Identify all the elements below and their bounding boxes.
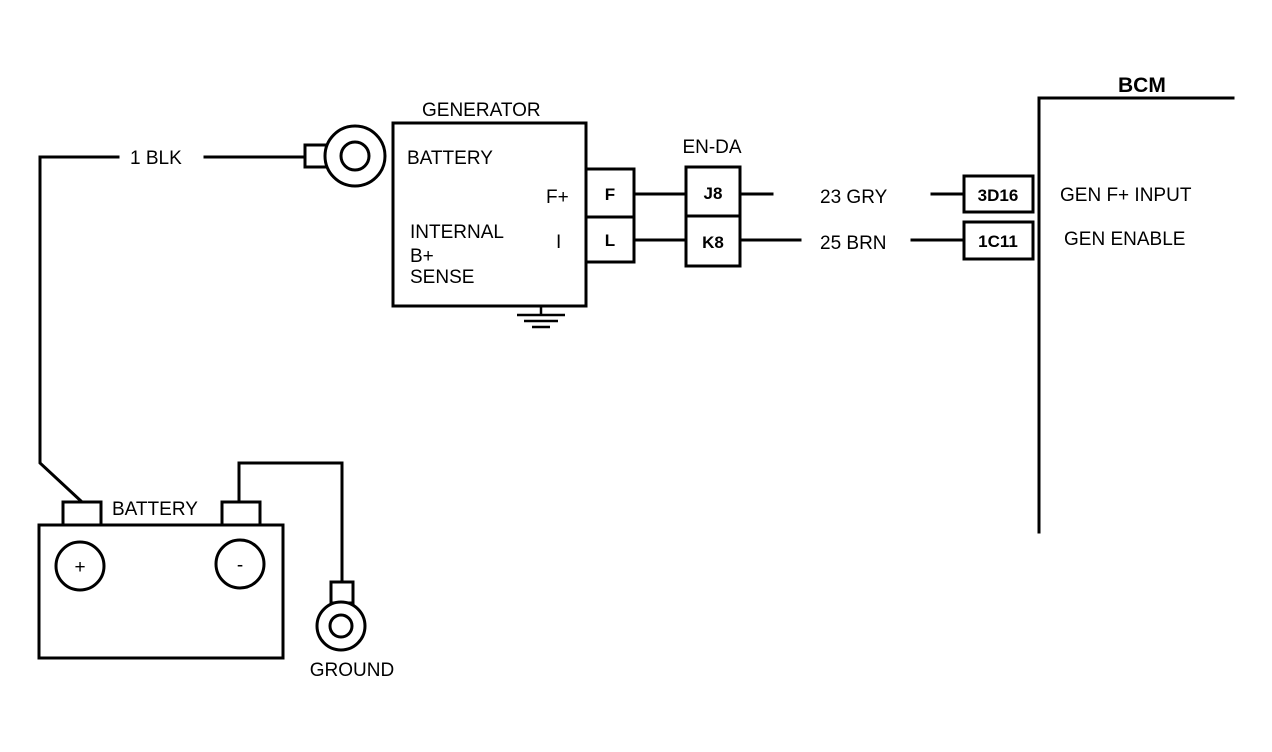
connector-en-da-label: EN-DA [682, 137, 741, 158]
generator-bplus-label: B+ [410, 246, 434, 267]
battery-label: BATTERY [112, 499, 198, 520]
bcm-gen-fplus-input-label: GEN F+ INPUT [1060, 185, 1192, 206]
generator-battery-label: BATTERY [407, 148, 493, 169]
bcm-gen-enable-label: GEN ENABLE [1064, 229, 1185, 250]
generator-pin-f-label: F [605, 185, 615, 204]
generator-i-label: I [556, 232, 561, 253]
battery-ring-terminal [303, 124, 387, 188]
generator-internal-label: INTERNAL [410, 222, 504, 243]
battery-feed-wire [38, 155, 307, 505]
battery-minus-sign: - [237, 555, 243, 576]
generator-ground-icon [517, 306, 565, 329]
ground-label: GROUND [310, 660, 394, 681]
connector-pin-k8 [684, 214, 742, 268]
bcm-pin-1c11-label: 1C11 [978, 232, 1018, 251]
bcm-pin-3d16 [962, 174, 1035, 214]
generator-title: GENERATOR [422, 100, 541, 121]
generator-pin-l [584, 215, 636, 264]
bcm-pin-3d16-label: 3D16 [978, 186, 1019, 205]
bcm-title: BCM [1118, 74, 1166, 97]
generator-box [391, 121, 588, 308]
connector-pin-k8-label: K8 [702, 233, 724, 252]
wire-label-25-brn: 25 BRN [820, 233, 887, 254]
generator-fplus-label: F+ [546, 187, 569, 208]
bcm-outline [1037, 96, 1235, 534]
wire-label-1-blk: 1 BLK [130, 148, 182, 169]
ground-ring-terminal-icon [315, 580, 367, 652]
battery-symbol [37, 500, 285, 660]
battery-plus-sign: + [74, 557, 85, 578]
generator-sense-label: SENSE [410, 267, 474, 288]
ground-wire [237, 461, 344, 584]
connector-pin-j8-label: J8 [704, 184, 723, 203]
bcm-pin-1c11 [962, 220, 1035, 261]
generator-pin-l-label: L [605, 231, 615, 250]
wire-label-23-gry: 23 GRY [820, 187, 888, 208]
